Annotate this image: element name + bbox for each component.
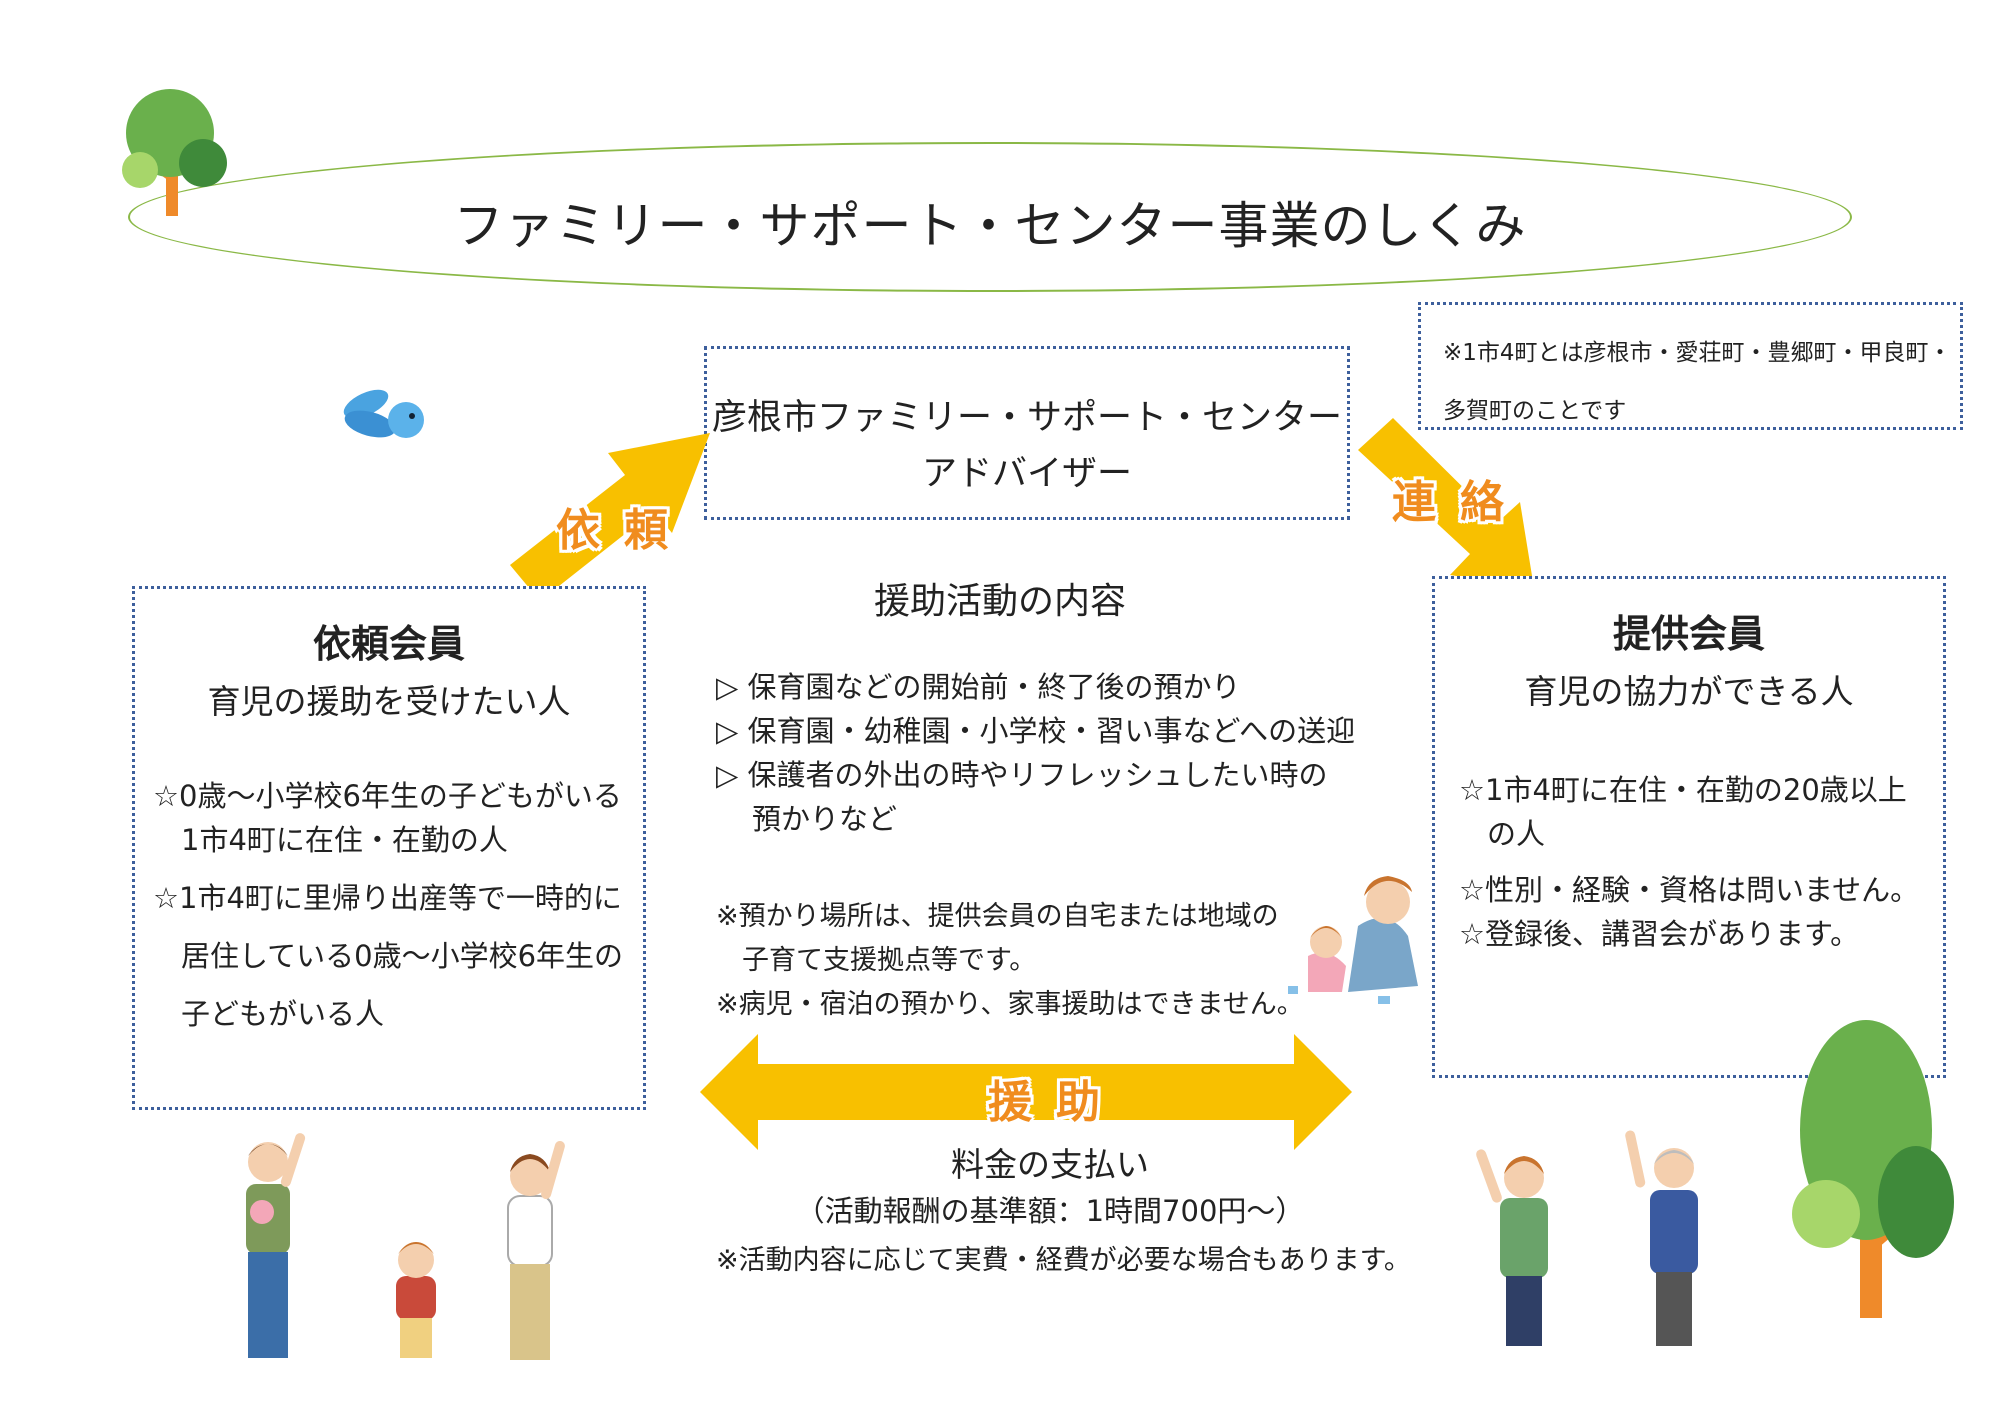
note-box: ※1市4町とは彦根市・愛荘町・豊郷町・甲良町・ 多賀町のことです: [1418, 302, 1963, 430]
center-line-1: 彦根市ファミリー・サポート・センター: [711, 398, 1342, 438]
page-title: ファミリー・サポート・センター事業のしくみ: [453, 197, 1527, 255]
requester-item: 居住している0歳～小学校6年生の: [181, 939, 624, 973]
helpers-icon: [1476, 1130, 1698, 1346]
title-ellipse: [128, 142, 1852, 292]
provider-box: 提供会員 育児の協力ができる人 ☆1市4町に在住・在勤の20歳以上 の人 ☆性別…: [1432, 576, 1946, 1078]
request-label: 依頼: [556, 505, 692, 556]
contact-arrow-icon: [1358, 418, 1534, 588]
activity-item: ▷ 保育園などの開始前・終了後の預かり: [716, 670, 1241, 704]
note-line-1: ※1市4町とは彦根市・愛荘町・豊郷町・甲良町・: [1443, 340, 1952, 366]
requester-item: 子どもがいる人: [181, 997, 385, 1031]
center-box: 彦根市ファミリー・サポート・センター アドバイザー: [704, 346, 1350, 520]
support-label: 援助: [988, 1077, 1124, 1128]
requester-item: ☆0歳～小学校6年生の子どもがいる: [153, 779, 622, 813]
requester-subtitle: 育児の援助を受けたい人: [207, 682, 571, 721]
note-line-2: 多賀町のことです: [1443, 398, 1627, 424]
provider-title: 提供会員: [1612, 612, 1765, 656]
requester-title: 依頼会員: [312, 622, 465, 666]
provider-item: ☆登録後、講習会があります。: [1459, 917, 1860, 951]
requester-item: 1市4町に在住・在勤の人: [181, 823, 508, 857]
requester-box: 依頼会員 育児の援助を受けたい人 ☆0歳～小学校6年生の子どもがいる 1市4町に…: [132, 586, 646, 1110]
activity-item: ▷ 保護者の外出の時やリフレッシュしたい時の: [716, 758, 1328, 792]
provider-item: の人: [1487, 817, 1546, 851]
provider-item: ☆1市4町に在住・在勤の20歳以上: [1459, 773, 1907, 807]
family-icon: [246, 1133, 565, 1360]
support-arrow-icon: [700, 1034, 1352, 1150]
request-arrow-icon: [510, 433, 710, 601]
mother-child-icon: [1288, 876, 1418, 1004]
activity-item: 預かりなど: [752, 802, 898, 836]
tree-icon: [122, 89, 227, 216]
tree-icon: [1792, 1020, 1954, 1318]
activity-note: ※預かり場所は、提供会員の自宅または地域の: [716, 901, 1279, 932]
payment-detail: （活動報酬の基準額：1時間700円～）: [795, 1194, 1305, 1228]
activity-note: ※病児・宿泊の預かり、家事援助はできません。: [716, 989, 1304, 1020]
contact-label: 連絡: [1392, 477, 1528, 528]
payment-note: ※活動内容に応じて実費・経費が必要な場合もあります。: [716, 1245, 1411, 1276]
requester-item: ☆1市4町に里帰り出産等で一時的に: [153, 881, 622, 915]
provider-subtitle: 育児の協力ができる人: [1524, 672, 1854, 711]
payment-title: 料金の支払い: [951, 1145, 1149, 1184]
bird-icon: [343, 389, 424, 438]
activity-note: 子育て支援拠点等です。: [742, 945, 1037, 976]
provider-item: ☆性別・経験・資格は問いません。: [1459, 873, 1920, 907]
center-line-2: アドバイザー: [921, 454, 1132, 494]
activity-title: 援助活動の内容: [873, 581, 1126, 622]
activity-item: ▷ 保育園・幼稚園・小学校・習い事などへの送迎: [716, 714, 1356, 748]
